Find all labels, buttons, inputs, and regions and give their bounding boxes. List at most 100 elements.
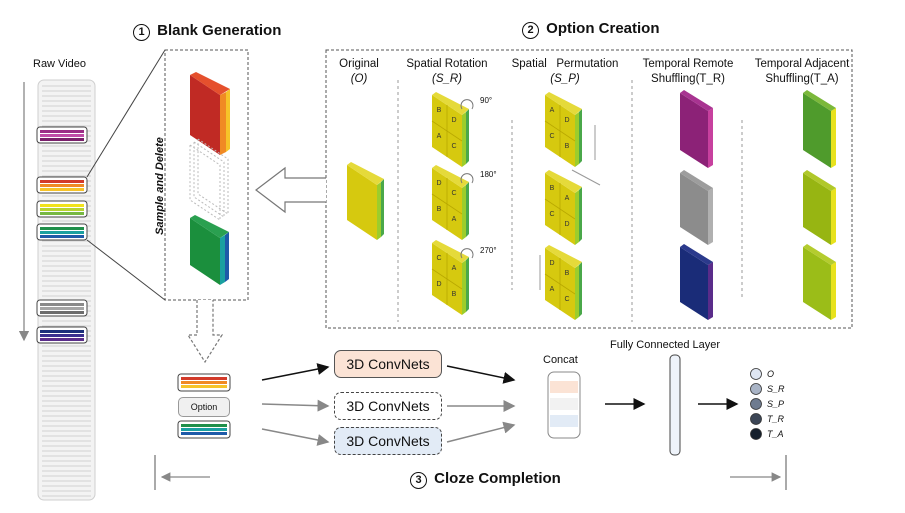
svg-text:D: D [549, 260, 554, 267]
col-spatial-permutation-line2: (S_P) [550, 73, 580, 85]
output-node [750, 413, 762, 425]
option-creation-text: Option Creation [546, 20, 660, 37]
col-original-line1: Original [339, 58, 379, 70]
angle-270-label: 270° [480, 246, 497, 255]
svg-text:C: C [436, 255, 441, 262]
rotation-frame-270: C A D B [431, 240, 469, 315]
blank-to-cloze-arrow [186, 300, 224, 364]
temporal-adjacent-frame-1 [803, 90, 836, 168]
stack-frame-green [190, 215, 229, 285]
svg-text:D: D [436, 281, 441, 288]
svg-text:D: D [564, 221, 569, 228]
svg-text:A: A [550, 107, 555, 114]
convnets-box-3: 3D ConvNets [334, 427, 442, 455]
raw-video-label: Raw Video [33, 58, 86, 70]
convnets-box-1: 3D ConvNets [334, 350, 442, 378]
temporal-adjacent-frame-2 [803, 170, 836, 245]
option-badge: Option [178, 397, 230, 417]
convnets-label-1: 3D ConvNets [346, 356, 430, 372]
output-node [750, 398, 762, 410]
raw-frame-green [36, 223, 88, 241]
blank-generation-title: 1 Blank Generation [133, 22, 281, 41]
temporal-remote-frame-navy [680, 244, 713, 320]
stack-frame-deleted [189, 138, 229, 221]
svg-text:C: C [451, 190, 456, 197]
svg-text:A: A [452, 216, 457, 223]
original-frame [347, 162, 384, 240]
col-temporal-adjacent-line1: Temporal Adjacent [754, 58, 850, 70]
svg-text:B: B [565, 143, 570, 150]
col-original-header: Original (O) [330, 57, 388, 87]
blank-generation-box [164, 49, 249, 301]
temporal-adjacent-frame-3 [803, 244, 836, 320]
col-temporal-remote-line1: Temporal Remote [642, 58, 734, 70]
convnets-label-3: 3D ConvNets [346, 433, 430, 449]
svg-text:A: A [452, 265, 457, 272]
col-spatial-permutation-header: Spatial Permutation (S_P) [505, 57, 625, 87]
output-node [750, 383, 762, 395]
col-spatial-rotation-header: Spatial Rotation (S_R) [397, 57, 497, 87]
col-spatial-permutation-line1: Spatial Permutation [511, 58, 619, 70]
rotation-arrow-icon [460, 248, 474, 259]
output-label-tr: T_R [767, 414, 785, 424]
fc-label: Fully Connected Layer [610, 339, 721, 351]
blank-generation-text: Blank Generation [157, 22, 282, 39]
svg-text:C: C [564, 296, 569, 303]
svg-text:A: A [550, 286, 555, 293]
col-original-line2: (O) [350, 73, 368, 85]
concat-label: Concat [543, 354, 578, 366]
convnets-label-2: 3D ConvNets [346, 398, 430, 414]
col-temporal-adjacent-line2: Shuffling(T_A) [765, 73, 839, 85]
raw-frame-gray [36, 299, 88, 317]
raw-frame-yellow [36, 200, 88, 218]
rotation-arrow-icon [460, 173, 474, 184]
output-label-sp: S_P [767, 399, 785, 409]
option-to-blank-arrow [255, 166, 326, 214]
svg-text:C: C [549, 211, 554, 218]
output-label-o: O [767, 369, 775, 379]
permutation-frame-2: B A C D [544, 170, 582, 245]
convnets-box-2: 3D ConvNets [334, 392, 442, 420]
cloze-frame-green [177, 420, 231, 439]
svg-text:B: B [565, 270, 570, 277]
angle-180-label: 180° [480, 170, 497, 179]
output-node [750, 428, 762, 440]
step-3-badge: 3 [410, 472, 427, 489]
svg-text:C: C [451, 143, 456, 150]
raw-frame-warm [36, 176, 88, 194]
temporal-remote-frame-gray [680, 170, 713, 245]
svg-text:B: B [452, 291, 457, 298]
output-label-sr: S_R [767, 384, 785, 394]
temporal-remote-frame-purple [680, 90, 713, 168]
raw-frame-purple [36, 126, 88, 144]
col-temporal-remote-header: Temporal Remote Shuffling(T_R) [632, 57, 744, 87]
angle-90-label: 90° [480, 96, 493, 105]
svg-text:D: D [436, 180, 441, 187]
svg-text:B: B [550, 185, 555, 192]
cloze-completion-title: 3 Cloze Completion [410, 470, 561, 489]
svg-text:B: B [437, 107, 442, 114]
col-spatial-rotation-line2: (S_R) [431, 73, 463, 85]
concat-block [547, 371, 581, 439]
permutation-frame-3: D B A C [544, 245, 582, 320]
svg-text:A: A [565, 195, 570, 202]
svg-text:A: A [437, 133, 442, 140]
cloze-completion-text: Cloze Completion [434, 470, 561, 487]
rotation-arrow-icon [460, 99, 474, 110]
col-temporal-adjacent-header: Temporal Adjacent Shuffling(T_A) [746, 57, 858, 87]
svg-text:B: B [437, 206, 442, 213]
step-2-badge: 2 [522, 22, 539, 39]
fc-layer [669, 354, 681, 456]
option-badge-label: Option [190, 402, 218, 412]
option-creation-box [325, 49, 853, 329]
cloze-frame-warm [177, 373, 231, 392]
svg-text:C: C [549, 133, 554, 140]
col-spatial-rotation-line1: Spatial Rotation [406, 58, 488, 70]
option-creation-title: 2 Option Creation [522, 20, 660, 39]
stack-frame-warm [190, 72, 230, 155]
output-node [750, 368, 762, 380]
raw-frame-navy [36, 326, 88, 344]
